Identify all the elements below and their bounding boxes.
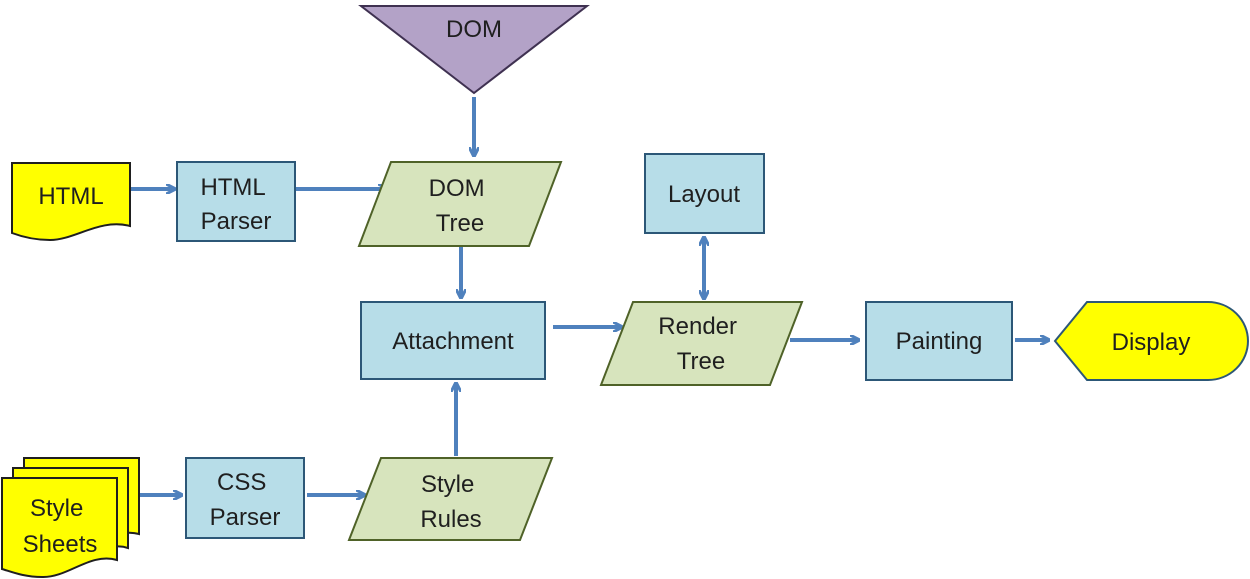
html-label: HTML [38, 183, 103, 210]
connectors [130, 97, 1048, 495]
display-label: Display [1112, 329, 1191, 356]
dom-tree-node: DOM Tree [357, 161, 563, 247]
painting-node: Painting [865, 301, 1013, 381]
css-parser-label: CSS Parser [210, 469, 281, 531]
render-tree-node: Render Tree [599, 301, 804, 386]
dom-node: DOM [358, 5, 590, 95]
layout-label: Layout [668, 181, 740, 208]
dom-tree-label: DOM Tree [429, 175, 492, 237]
painting-shape [865, 301, 1013, 381]
dom-label: DOM [446, 16, 502, 43]
attachment-shape [360, 301, 546, 380]
dom-shape [358, 5, 590, 95]
html-parser-label: HTML Parser [200, 174, 271, 235]
render-tree-shape [599, 301, 804, 386]
layout-shape [644, 153, 765, 234]
html-parser-shape [176, 161, 296, 242]
painting-label: Painting [896, 328, 983, 355]
render-tree-label: Render Tree [658, 313, 743, 375]
html-shape [11, 162, 131, 242]
attachment-label: Attachment [392, 328, 514, 355]
style-rules-node: Style Rules [347, 457, 554, 541]
layout-node: Layout [644, 153, 765, 234]
html-node: HTML [11, 162, 131, 242]
style-rules-shape [347, 457, 554, 541]
display-node: Display [1053, 301, 1249, 381]
display-shape [1053, 301, 1249, 381]
css-parser-node: CSS Parser [185, 457, 305, 539]
style-sheets-label: Style Sheets [23, 495, 98, 558]
style-sheets-front-page [1, 477, 118, 579]
style-rules-label: Style Rules [420, 471, 481, 533]
style-sheets-node: Style Sheets [1, 457, 140, 579]
html-parser-node: HTML Parser [176, 161, 296, 242]
css-parser-shape [185, 457, 305, 539]
attachment-node: Attachment [360, 301, 546, 380]
dom-tree-shape [357, 161, 563, 247]
